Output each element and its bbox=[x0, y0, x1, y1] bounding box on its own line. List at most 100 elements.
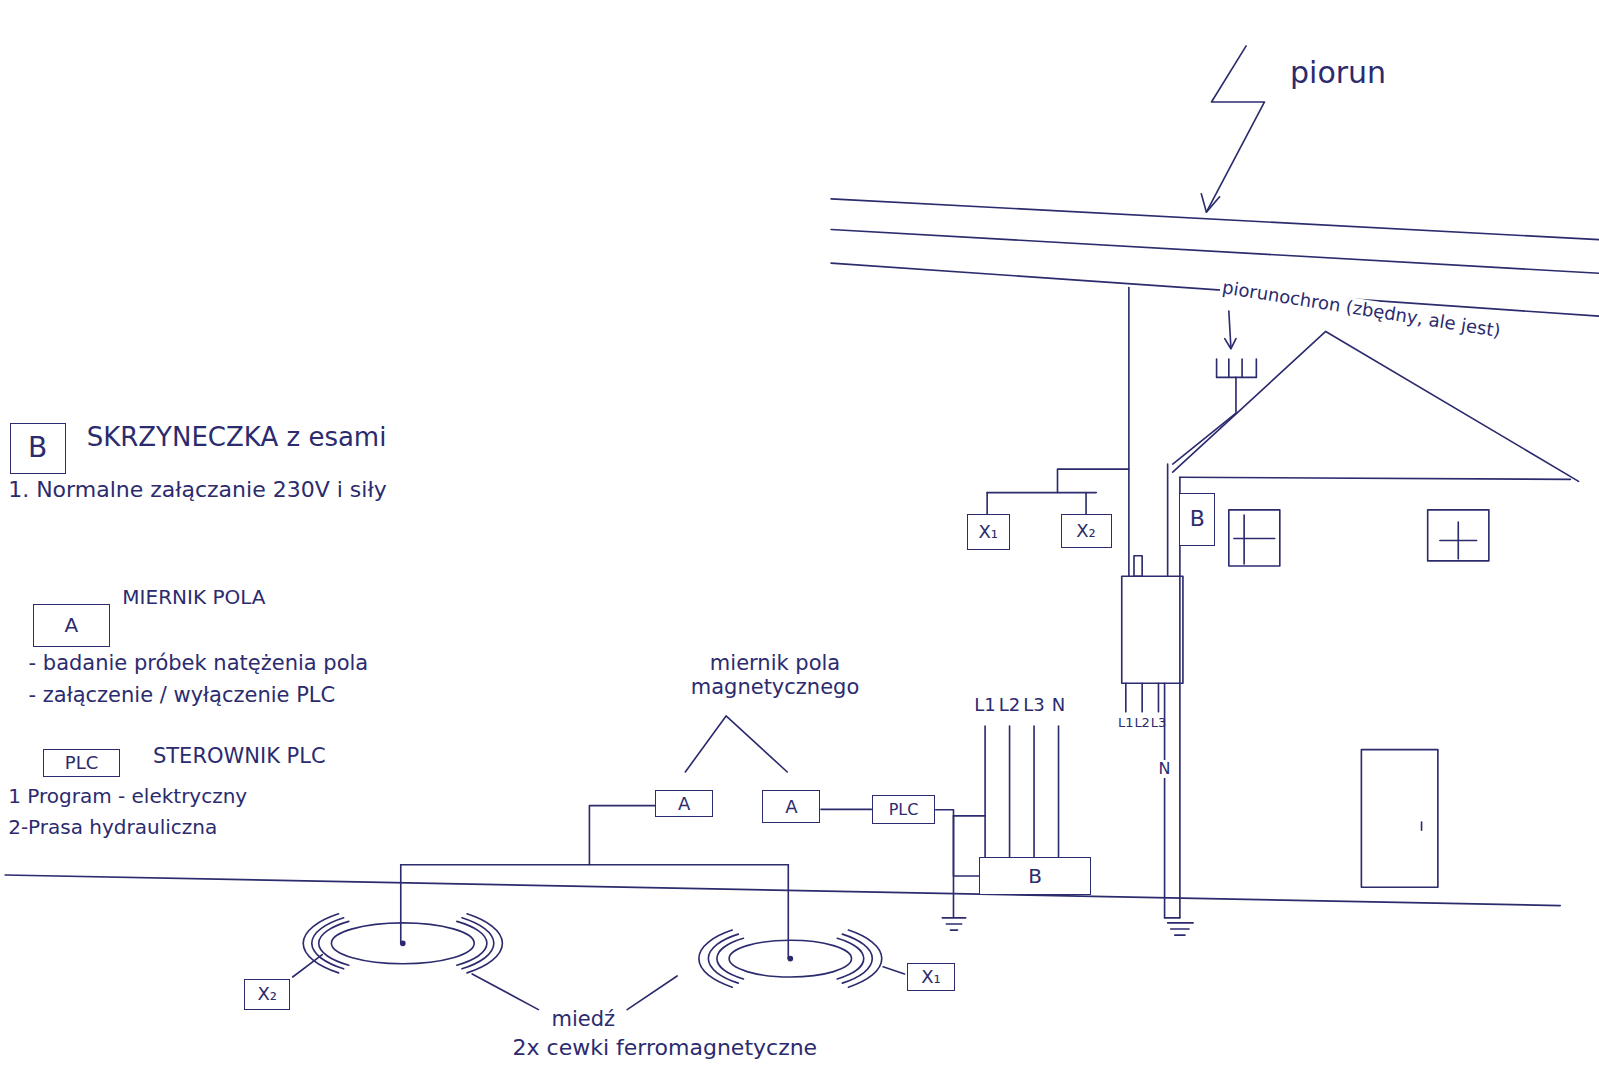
power-line bbox=[831, 199, 1599, 316]
note-label: 1. Normalne załączanie 230V i siły bbox=[8, 477, 387, 502]
note-label: - badanie próbek natężenia pola bbox=[29, 651, 369, 675]
box-label: A bbox=[678, 794, 690, 814]
wire-connector bbox=[935, 810, 979, 876]
house bbox=[1440, 522, 1477, 559]
wire-connector bbox=[820, 809, 872, 811]
lightning-rod bbox=[1167, 464, 1169, 576]
note-label: STEROWNIK PLC bbox=[153, 744, 326, 768]
note-label: L1 bbox=[974, 695, 995, 716]
note-label: piorunochron (zbędny, ale jest) bbox=[1218, 277, 1503, 342]
coil bbox=[303, 914, 882, 987]
coil bbox=[729, 940, 851, 977]
coil bbox=[401, 941, 405, 945]
note-label: MIERNIK POLA bbox=[122, 586, 265, 609]
utility-pole bbox=[986, 493, 988, 514]
box-label: X₁ bbox=[921, 967, 941, 987]
lightning-bolt bbox=[1206, 46, 1264, 212]
note-label: - załączenie / wyłączenie PLC bbox=[29, 683, 336, 707]
box-label: PLC bbox=[65, 753, 98, 773]
box-label: PLC bbox=[889, 801, 919, 819]
leader-line bbox=[883, 967, 904, 974]
utility-pole bbox=[1125, 683, 1127, 712]
coil bbox=[331, 923, 474, 964]
note-label: 2x cewki ferromagnetyczne bbox=[513, 1035, 818, 1060]
note-label: 1 Program - elektryczny bbox=[8, 785, 247, 808]
wiring bbox=[985, 726, 1058, 857]
label-box: X₁ bbox=[907, 963, 955, 991]
house bbox=[1173, 331, 1579, 917]
note-label: L2 bbox=[999, 695, 1020, 716]
wiring bbox=[787, 865, 789, 959]
house bbox=[1173, 331, 1579, 481]
label-box: PLC bbox=[872, 795, 935, 824]
power-line bbox=[831, 199, 1599, 240]
leader-line bbox=[293, 955, 323, 977]
coil bbox=[717, 938, 864, 979]
wiring bbox=[685, 716, 787, 772]
utility-pole bbox=[987, 492, 1096, 494]
label-box: X₂ bbox=[1061, 514, 1112, 548]
label-box: X₂ bbox=[244, 979, 290, 1010]
box-label: B bbox=[1190, 507, 1205, 531]
house bbox=[1229, 510, 1280, 566]
wiring bbox=[401, 864, 789, 866]
lightning-rod bbox=[1168, 311, 1257, 576]
ground-line bbox=[5, 875, 1560, 906]
note-label: miernik pola magnetycznego bbox=[642, 651, 907, 699]
coil bbox=[788, 957, 792, 961]
box-label: A bbox=[65, 614, 79, 636]
leader-line bbox=[627, 976, 677, 1010]
house bbox=[1421, 822, 1423, 830]
coil bbox=[319, 921, 487, 965]
utility-pole bbox=[987, 288, 1183, 918]
ground-symbol bbox=[1165, 918, 1194, 935]
note-label: SKRZYNECZKA z esami bbox=[87, 423, 387, 453]
utility-pole bbox=[1141, 683, 1143, 712]
coil bbox=[312, 918, 494, 969]
sketch-illustration bbox=[5, 46, 1599, 1010]
box-label: B bbox=[28, 433, 47, 464]
utility-pole bbox=[1158, 683, 1160, 712]
coil bbox=[699, 930, 882, 987]
wiring bbox=[953, 815, 985, 817]
wiring bbox=[401, 716, 1059, 959]
power-line bbox=[831, 263, 1599, 316]
label-box: B bbox=[979, 857, 1091, 896]
note-label: L3 bbox=[1023, 695, 1044, 716]
wiring bbox=[589, 806, 654, 865]
lightning-rod bbox=[1229, 311, 1231, 347]
label-box: A bbox=[33, 604, 109, 647]
utility-pole bbox=[1134, 556, 1142, 576]
note-label: 2-Prasa hydrauliczna bbox=[8, 816, 217, 839]
house bbox=[1428, 510, 1489, 561]
coil bbox=[708, 934, 872, 983]
box-label: A bbox=[785, 797, 797, 817]
note-label: piorun bbox=[1290, 56, 1386, 91]
lightning-rod bbox=[1225, 339, 1236, 349]
coil bbox=[303, 914, 502, 973]
label-box: PLC bbox=[43, 749, 121, 778]
utility-pole bbox=[1058, 469, 1129, 492]
ground-line bbox=[5, 875, 1560, 906]
note-label: N bbox=[1157, 760, 1173, 778]
box-label: B bbox=[1028, 865, 1042, 887]
note-label: L1 bbox=[1118, 716, 1134, 731]
label-box: X₁ bbox=[967, 514, 1010, 550]
lightning-rod bbox=[1173, 377, 1236, 464]
leader-line bbox=[293, 955, 905, 1010]
label-box: B bbox=[10, 423, 66, 474]
power-line bbox=[831, 229, 1599, 273]
house bbox=[1180, 477, 1571, 479]
lightning-bolt bbox=[1201, 46, 1264, 212]
label-box: A bbox=[762, 790, 820, 824]
note-label: L2 bbox=[1134, 716, 1150, 731]
house bbox=[1361, 750, 1437, 888]
note-label: miedź bbox=[552, 1007, 616, 1031]
utility-pole bbox=[1128, 288, 1130, 577]
house bbox=[1234, 515, 1275, 564]
ground-symbol bbox=[942, 816, 1193, 935]
lightning-rod bbox=[1217, 359, 1257, 377]
